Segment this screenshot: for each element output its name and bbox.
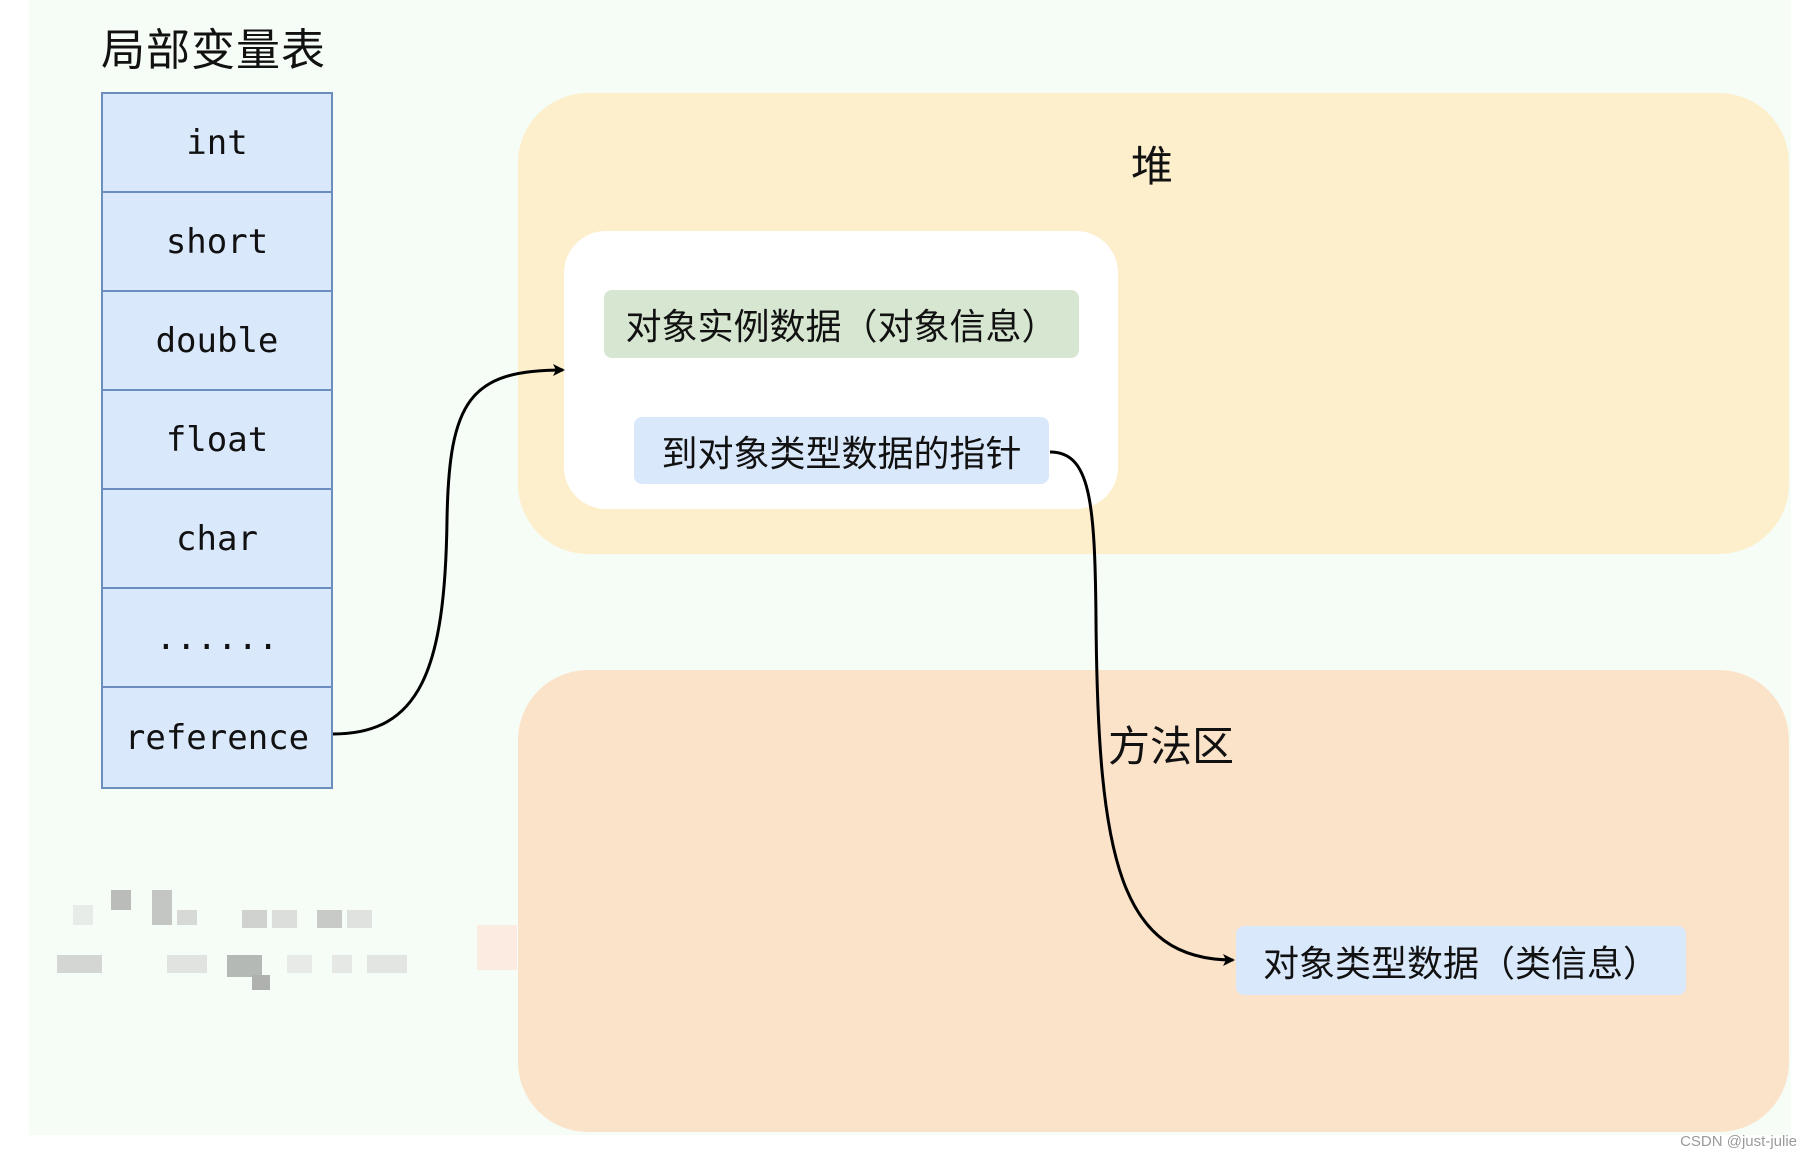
heap-label: 堆 xyxy=(1131,142,1174,191)
slot-ellipsis: ...... xyxy=(103,589,331,688)
slot-char: char xyxy=(103,490,331,589)
local-variable-table: int short double float char ...... refer… xyxy=(101,92,333,789)
slot-float: float xyxy=(103,391,331,490)
type-data-box: 对象类型数据（类信息） xyxy=(1236,926,1686,995)
method-area-label: 方法区 xyxy=(1108,722,1235,771)
pointer-to-type-data-arrow xyxy=(1049,450,1235,966)
type-pointer-box: 到对象类型数据的指针 xyxy=(634,417,1049,484)
watermark: CSDN @just-julie xyxy=(1680,1133,1797,1150)
reference-to-object-arrow xyxy=(332,364,565,736)
slot-int: int xyxy=(103,94,331,193)
instance-data-box: 对象实例数据（对象信息） xyxy=(604,290,1079,358)
slot-short: short xyxy=(103,193,331,292)
pixelated-obscured-area xyxy=(37,860,517,990)
local-variable-table-title: 局部变量表 xyxy=(101,25,326,76)
slot-double: double xyxy=(103,292,331,391)
slot-reference: reference xyxy=(124,717,310,758)
method-area-region xyxy=(518,670,1789,1132)
